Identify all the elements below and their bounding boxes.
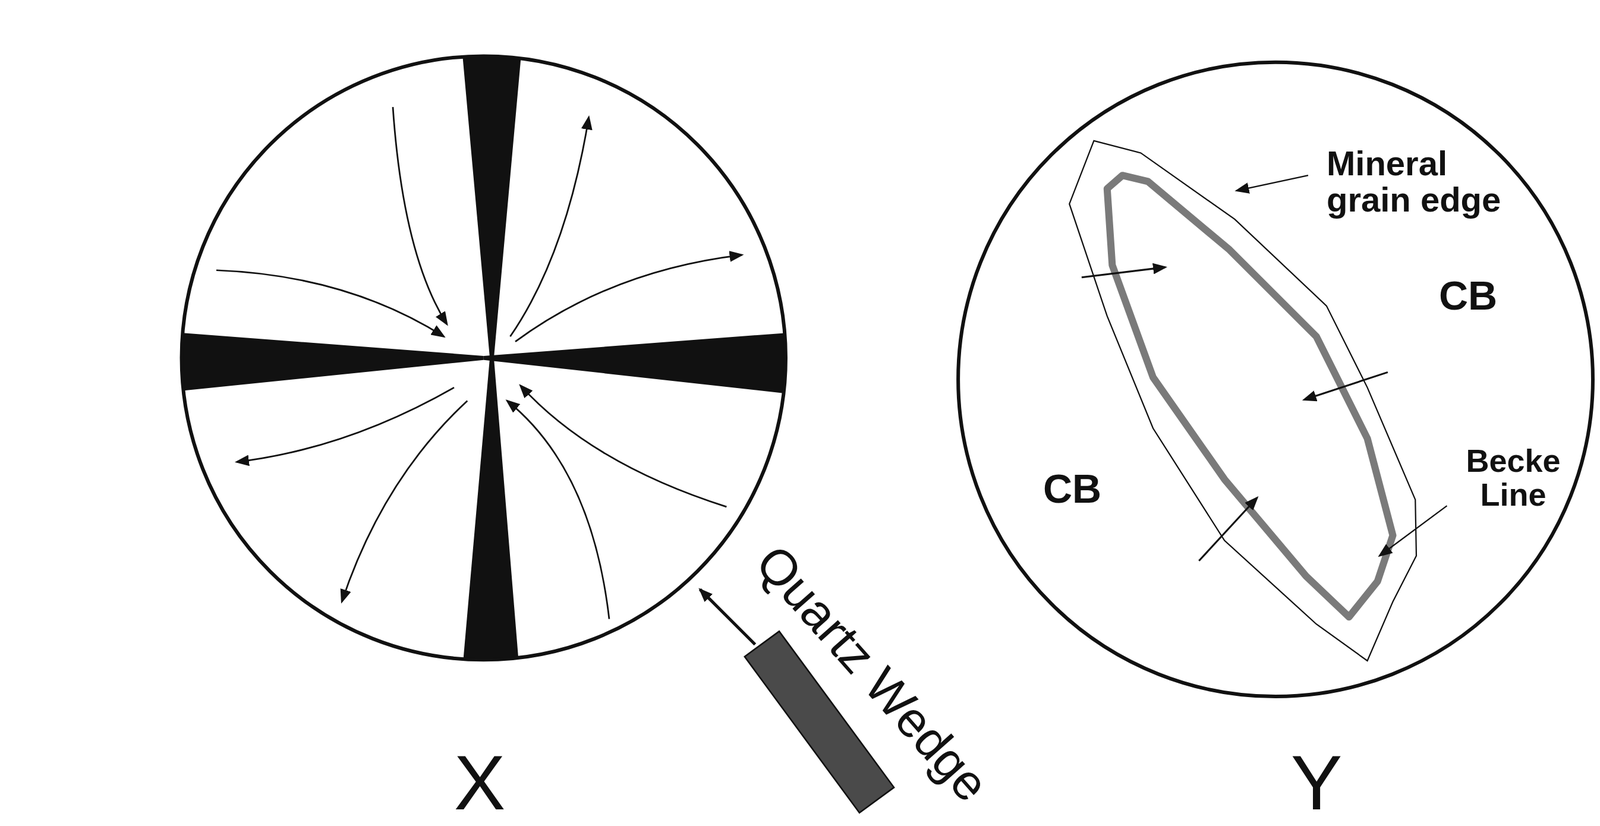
- becke-arrows: [1081, 267, 1388, 562]
- becke-line: [1107, 175, 1394, 617]
- isogyres: [163, 41, 807, 684]
- callout-label: Mineral grain edge: [1326, 145, 1541, 219]
- field-circle: [958, 62, 1593, 697]
- leader-lines: [1236, 175, 1448, 556]
- figure-letter: X: [454, 744, 506, 822]
- medium-label: CB: [1043, 467, 1102, 510]
- movement-arrows: [216, 106, 742, 619]
- field-circle: [181, 55, 786, 660]
- callout-label: Becke Line: [1441, 443, 1585, 512]
- mineral-grain: [1069, 140, 1417, 661]
- medium-label: CB: [1438, 274, 1498, 317]
- insertion-arrow: [700, 589, 756, 645]
- figure-letter: Y: [1290, 744, 1343, 822]
